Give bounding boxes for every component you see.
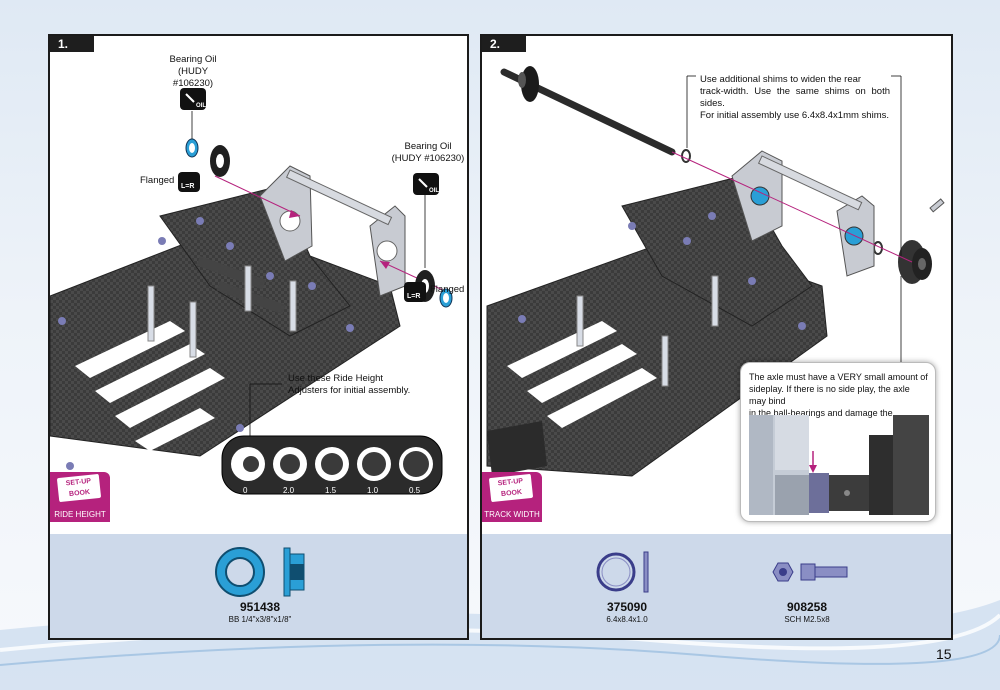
rear-bulkhead (731, 150, 875, 277)
step-2-panel: 2. (480, 34, 953, 640)
step-1-panel: 1. (48, 34, 469, 640)
part-951438: 951438 BB 1/4"x3/8"x1/8" (228, 600, 292, 624)
step-1-parts-area: 951438 BB 1/4"x3/8"x1/8" (50, 534, 467, 638)
posts (576, 275, 719, 387)
step-1-illustration: OIL OIL L=R L=R (50, 88, 453, 495)
screws (518, 212, 806, 330)
svg-text:OIL: OIL (429, 188, 439, 194)
svg-text:OIL: OIL (196, 103, 206, 109)
page-number: 15 (936, 646, 952, 662)
setup-book-badge-track-width: SET-UP BOOK TRACK WIDTH (482, 472, 542, 522)
wheel-hub (898, 198, 945, 284)
shim-part-icon (596, 551, 649, 593)
adjuster-label-3: 1.0 (367, 486, 379, 495)
svg-text:L=R: L=R (407, 293, 420, 300)
step-1-number: 1. (50, 36, 94, 52)
oil-icon-right: OIL (413, 173, 439, 195)
part-908258: 908258 SCH M2.5x8 (784, 600, 830, 624)
svg-text:L=R: L=R (181, 183, 194, 190)
adjuster-label-0: 0 (243, 486, 248, 495)
step-2-number: 2. (482, 36, 526, 52)
sideplay-detail-illustration (749, 415, 929, 515)
posts (147, 265, 297, 358)
lr-icon-right: L=R (404, 282, 426, 302)
bearing-part-icon (215, 547, 305, 597)
flanged-left-label: Flanged (140, 175, 175, 186)
shims-callout: Use additional shims to widen the rear t… (700, 74, 890, 121)
setup-book-icon: SET-UP BOOK (56, 473, 102, 503)
step-2-parts-area: 375090 6.4x8.4x1.0 908258 SCH M2.5x8 (482, 534, 951, 638)
front-parts-hint (487, 421, 547, 476)
flanged-right-label: Flanged (430, 284, 465, 295)
adjuster-label-4: 0.5 (409, 486, 421, 495)
lr-icon-left: L=R (178, 172, 200, 192)
step-2-illustration (486, 66, 945, 477)
assembly-arrow (671, 151, 913, 263)
sideplay-info-box: The axle must have a VERY small amount o… (740, 362, 936, 522)
setup-book-icon: SET-UP BOOK (488, 473, 534, 503)
screws (58, 217, 354, 470)
bearing-oil-top-label: Bearing Oil (HUDY #106230) (169, 54, 217, 89)
leader-lines (686, 75, 902, 362)
rear-axle (500, 66, 676, 156)
oil-icon-top: OIL (180, 88, 206, 110)
adjuster-label-2: 1.5 (325, 486, 337, 495)
setup-book-badge-ride-height: SET-UP BOOK RIDE HEIGHT (50, 472, 110, 522)
adjuster-label-1: 2.0 (283, 486, 295, 495)
rear-bulkhead (259, 165, 406, 297)
part-375090: 375090 6.4x8.4x1.0 (606, 600, 648, 624)
screw-part-icon (772, 562, 848, 582)
bearing-oil-right-label: Bearing Oil (HUDY #106230) (391, 141, 465, 164)
ride-height-callout: Use these Ride Height Adjusters for init… (288, 373, 411, 396)
bearing-top (185, 138, 230, 177)
ride-height-adjusters: 0 2.0 1.5 1.0 0.5 (221, 435, 443, 495)
